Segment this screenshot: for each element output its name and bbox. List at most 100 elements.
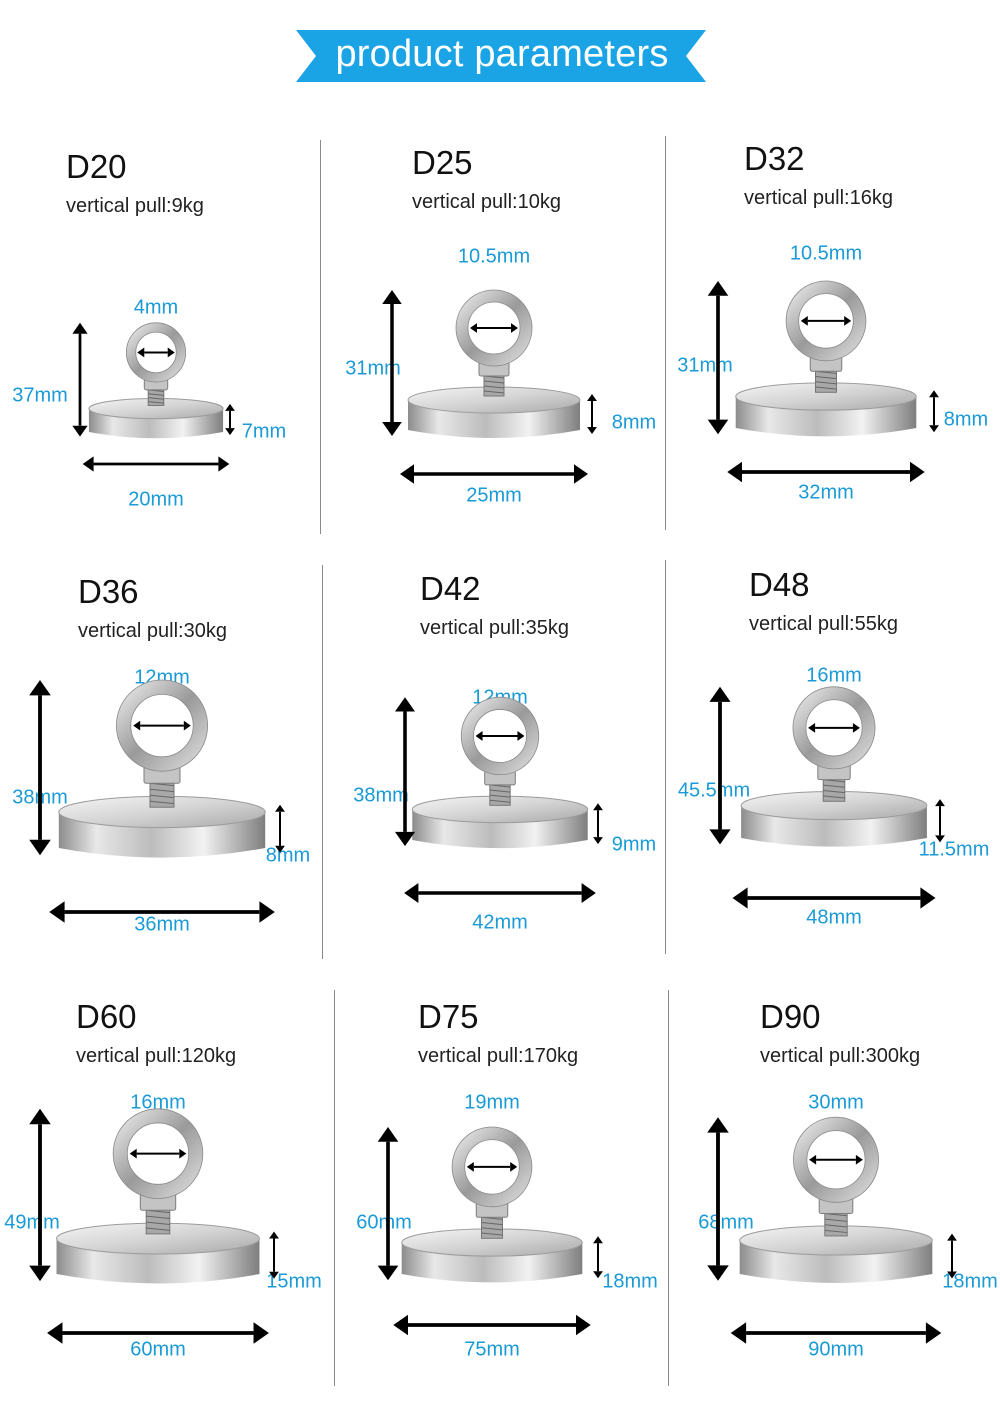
model-title: D48 (749, 566, 810, 603)
vertical-pull-label: vertical pull:55kg (749, 613, 898, 635)
column-divider (665, 136, 666, 530)
ring-diameter-label: 16mm (130, 1091, 186, 1114)
vertical-pull-label: vertical pull:30kg (78, 620, 227, 642)
ring-diameter-label: 30mm (808, 1091, 864, 1114)
thickness-label: 11.5mm (918, 838, 990, 861)
vertical-pull-label: vertical pull:10kg (412, 191, 561, 213)
thickness-label: 15mm (266, 1270, 322, 1293)
diameter-arrow (727, 461, 925, 483)
magnet-image (411, 696, 589, 849)
diameter-arrow (400, 464, 588, 484)
magnet-image (88, 322, 224, 439)
ring-diameter-label: 4mm (133, 296, 179, 319)
thickness-label: 9mm (611, 833, 657, 856)
thickness-label: 8mm (611, 411, 657, 434)
vertical-pull-label: vertical pull:35kg (420, 617, 569, 639)
height-label: 68mm (698, 1211, 754, 1234)
height-arrow (377, 1127, 399, 1281)
diameter-arrow (732, 887, 936, 909)
banner-title: product parameters (335, 32, 669, 75)
diameter-arrow (393, 1314, 591, 1336)
diameter-label: 20mm (128, 488, 184, 511)
ring-width-arrow (475, 731, 525, 741)
magnet-image (407, 289, 581, 438)
ring-width-arrow (808, 722, 860, 733)
ring-diameter-label: 10.5mm (789, 242, 863, 265)
diameter-arrow (730, 1322, 942, 1344)
diameter-label: 75mm (464, 1338, 520, 1361)
diameter-arrow (82, 456, 230, 472)
height-arrow (709, 686, 731, 845)
height-arrow (382, 290, 402, 436)
diameter-label: 48mm (806, 906, 862, 929)
magnet-image (739, 1116, 933, 1283)
thickness-label: 18mm (942, 1270, 998, 1293)
ring-width-arrow (133, 720, 191, 731)
column-divider (668, 990, 669, 1386)
height-arrow (29, 1108, 51, 1282)
height-label: 60mm (356, 1211, 412, 1234)
thickness-arrow (593, 803, 603, 845)
magnet-image (735, 280, 917, 437)
model-title: D60 (76, 998, 137, 1035)
vertical-pull-label: vertical pull:9kg (66, 195, 204, 217)
model-title: D25 (412, 144, 473, 181)
height-arrow (707, 1117, 729, 1281)
model-title: D90 (760, 998, 821, 1035)
thickness-arrow (269, 1231, 279, 1279)
height-label: 49mm (4, 1211, 60, 1234)
diameter-label: 60mm (130, 1338, 186, 1361)
model-title: D36 (78, 573, 139, 610)
height-label: 31mm (345, 357, 401, 380)
diameter-label: 25mm (466, 484, 522, 507)
diameter-label: 32mm (798, 481, 854, 504)
ring-width-arrow (137, 347, 175, 358)
ring-width-arrow (800, 316, 852, 326)
height-arrow (72, 322, 88, 437)
magnet-image (56, 1108, 260, 1284)
height-label: 38mm (353, 784, 409, 807)
diameter-label: 42mm (472, 911, 528, 934)
height-arrow (29, 680, 51, 856)
ring-diameter-label: 16mm (806, 664, 862, 687)
thickness-arrow (587, 394, 597, 434)
vertical-pull-label: vertical pull:300kg (760, 1045, 921, 1067)
ring-width-arrow (470, 323, 518, 333)
header-banner: product parameters (296, 26, 708, 86)
height-label: 37mm (12, 384, 68, 407)
magnet-image (58, 679, 266, 858)
ring-diameter-label: 19mm (464, 1091, 520, 1114)
height-label: 45.5mm (677, 779, 751, 802)
diameter-label: 90mm (808, 1338, 864, 1361)
model-title: D75 (418, 998, 479, 1035)
model-title: D20 (66, 148, 127, 185)
thickness-arrow (593, 1236, 603, 1279)
banner-ribbon-shape (296, 30, 706, 82)
thickness-label: 18mm (602, 1270, 658, 1293)
column-divider (322, 565, 323, 959)
thickness-arrow (275, 804, 285, 853)
thickness-label: 8mm (265, 844, 311, 867)
model-title: D42 (420, 570, 481, 607)
height-arrow (395, 697, 415, 847)
vertical-pull-label: vertical pull:16kg (744, 187, 893, 209)
thickness-label: 7mm (241, 420, 287, 443)
thickness-label: 8mm (943, 408, 989, 431)
thickness-arrow (947, 1233, 957, 1279)
thickness-arrow (225, 403, 235, 436)
ring-width-arrow (809, 1154, 863, 1165)
column-divider (334, 990, 335, 1386)
magnet-image (401, 1126, 583, 1283)
diameter-arrow (49, 901, 275, 923)
vertical-pull-label: vertical pull:170kg (418, 1045, 579, 1067)
column-divider (320, 140, 321, 534)
model-title: D32 (744, 140, 805, 177)
diameter-arrow (404, 883, 596, 903)
ring-width-arrow (129, 1148, 187, 1159)
magnet-image (740, 686, 928, 847)
thickness-arrow (929, 390, 939, 433)
height-arrow (707, 281, 729, 435)
diameter-arrow (47, 1322, 269, 1344)
ring-width-arrow (466, 1162, 518, 1172)
